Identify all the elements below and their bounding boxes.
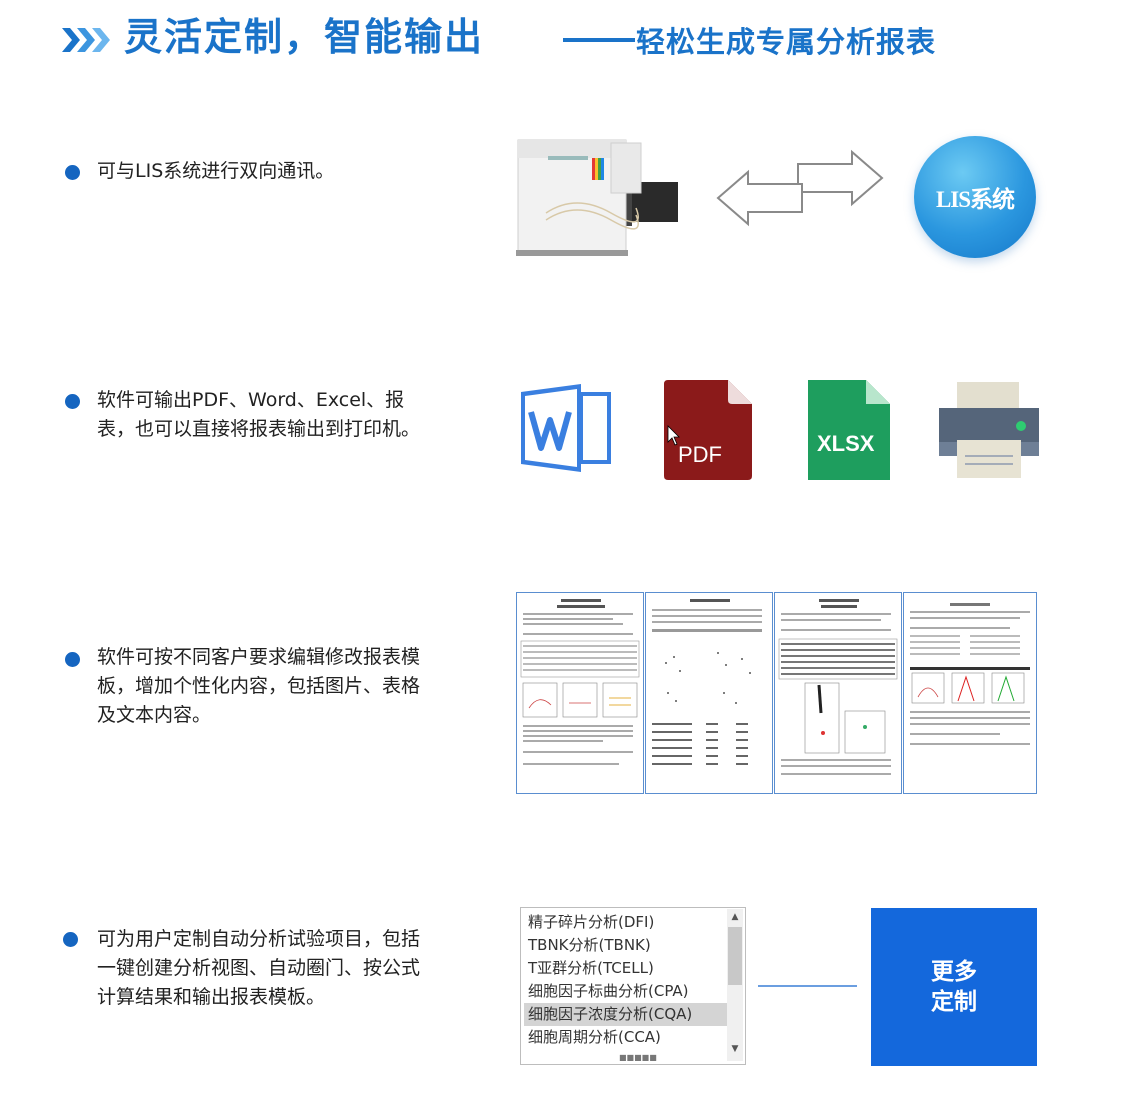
lis-label: LIS系统	[935, 187, 1015, 212]
list-item[interactable]: T亚群分析(TCELL)	[528, 959, 654, 977]
report-templates-preview	[516, 592, 1037, 796]
connector-line	[758, 985, 857, 987]
report-page	[645, 592, 773, 794]
report-page	[516, 592, 644, 794]
pdf-label: PDF	[678, 442, 722, 467]
bullet-icon	[63, 932, 78, 947]
list-item[interactable]: 细胞因子标曲分析(CPA)	[528, 982, 689, 1000]
feature-text-lis: 可与LIS系统进行双向通讯。	[97, 160, 335, 182]
page-subtitle: 轻松生成专属分析报表	[636, 25, 937, 59]
bidirectional-arrows-icon	[716, 149, 884, 227]
more-button-line2: 定制	[931, 989, 977, 1015]
feature-text-template: 软件可按不同客户要求编辑修改报表模板，增加个性化内容，包括图片、表格及文本内容。	[97, 646, 421, 726]
feature-text-export: 软件可输出PDF、Word、Excel、报表，也可以直接将报表输出到打印机。	[97, 389, 421, 440]
page-title: 灵活定制，智能输出	[124, 15, 485, 59]
title-dash	[563, 38, 635, 42]
chevron-arrows-icon	[62, 28, 110, 52]
feature-text-custom-analysis: 可为用户定制自动分析试验项目，包括一键创建分析视图、自动圈门、按公式计算结果和输…	[97, 928, 421, 1008]
scroll-thumb[interactable]	[728, 927, 742, 985]
report-page	[903, 592, 1037, 794]
pdf-file-icon: PDF	[664, 380, 752, 480]
report-page	[774, 592, 902, 794]
scroll-up-icon[interactable]: ▲	[731, 912, 739, 922]
resize-grip-icon: ■■■■■	[619, 1053, 657, 1062]
analyzer-device-icon	[516, 139, 678, 256]
more-button-line1: 更多	[931, 959, 977, 985]
xlsx-label: XLSX	[817, 431, 875, 456]
word-icon	[521, 384, 611, 472]
list-item[interactable]: TBNK分析(TBNK)	[528, 936, 651, 954]
lis-system-badge: LIS系统	[914, 136, 1036, 258]
more-customization-button[interactable]: 更多 定制	[871, 908, 1037, 1066]
scroll-down-icon[interactable]: ▼	[731, 1044, 739, 1054]
list-item[interactable]: 精子碎片分析(DFI)	[528, 913, 655, 931]
printer-icon	[939, 382, 1039, 478]
xlsx-file-icon: XLSX	[808, 380, 890, 480]
list-scrollbar[interactable]: ▲ ▼	[727, 909, 743, 1061]
list-item[interactable]: 细胞周期分析(CCA)	[528, 1028, 661, 1046]
bullet-icon	[65, 394, 80, 409]
bullet-icon	[65, 652, 80, 667]
bullet-icon	[65, 165, 80, 180]
analysis-item-listbox[interactable]: 精子碎片分析(DFI) TBNK分析(TBNK) T亚群分析(TCELL) 细胞…	[520, 907, 746, 1065]
list-item-selected[interactable]: 细胞因子浓度分析(CQA)	[524, 1003, 730, 1026]
